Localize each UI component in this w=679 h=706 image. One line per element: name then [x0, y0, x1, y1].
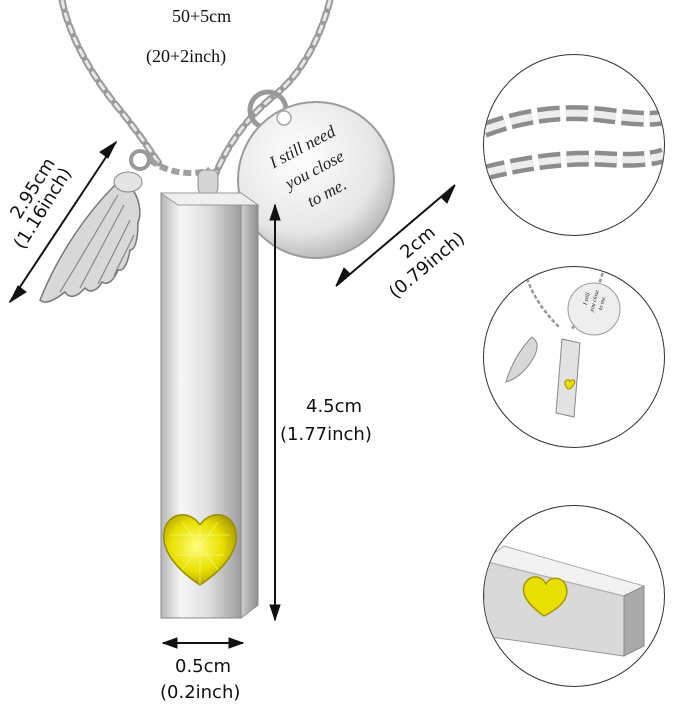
gem-closeup-image — [484, 545, 646, 657]
angel-wing-charm — [39, 149, 151, 303]
detail-circle-gem — [483, 505, 665, 687]
bar-width-label: 0.5cm — [175, 656, 232, 677]
dimension-arrows — [8, 140, 456, 649]
chain-length-label: 50+5cm — [172, 6, 232, 26]
bar-length-label: 4.5cm — [306, 396, 363, 417]
detail-circle-chain — [483, 54, 665, 236]
chain-length-inch-label: (20+2inch) — [146, 46, 227, 66]
chain-closeup-image — [484, 105, 664, 181]
bar-width-inch-label: (0.2inch) — [160, 682, 241, 703]
product-illustration — [8, 0, 456, 649]
chain-left — [58, 0, 164, 169]
detail-circle-necklace: I still you close to me. — [483, 266, 665, 448]
bar-length-inch-label: (1.77inch) — [280, 424, 372, 445]
necklace-thumbnail-image — [505, 267, 621, 418]
